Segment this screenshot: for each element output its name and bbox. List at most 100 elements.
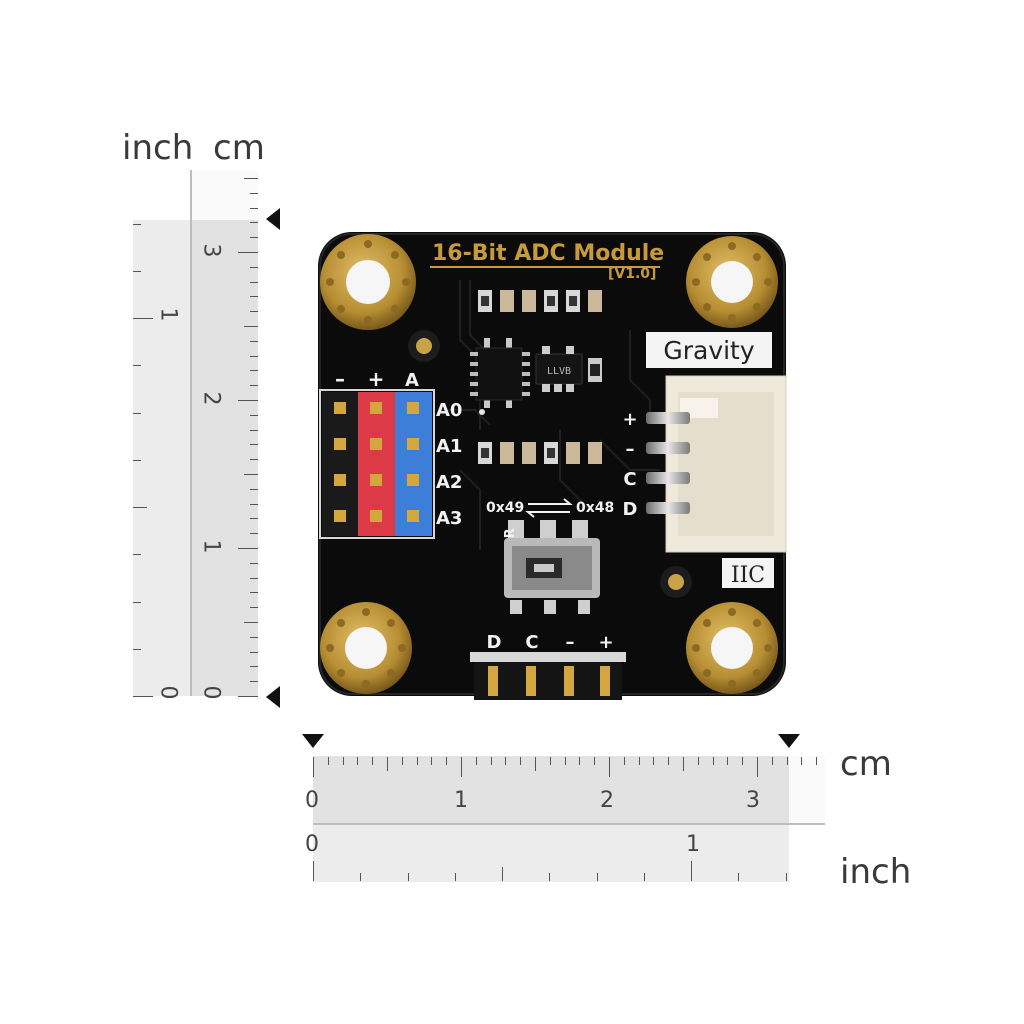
horizontal-cm-scale bbox=[313, 756, 789, 824]
horizontal-cm-number-3: 3 bbox=[746, 788, 760, 813]
regulator-chip: LLVB bbox=[535, 346, 583, 392]
vertical-cm-tick bbox=[250, 459, 258, 461]
analog-channel-a2: A2 bbox=[436, 472, 462, 493]
vertical-cm-tick bbox=[238, 400, 258, 401]
vertical-inch-scale bbox=[133, 220, 191, 696]
horizontal-ruler-right-extension bbox=[789, 756, 825, 824]
vertical-cm-tick bbox=[250, 370, 258, 372]
horizontal-cm-tick bbox=[697, 757, 699, 765]
analog-channel-a1: A1 bbox=[436, 436, 462, 457]
horizontal-inch-tick bbox=[549, 873, 551, 881]
smd-resistors-bottom bbox=[478, 442, 602, 464]
hole-vias bbox=[326, 240, 772, 688]
vertical-cm-scale bbox=[191, 220, 258, 696]
vertical-cm-tick bbox=[250, 562, 258, 564]
vertical-cm-tick bbox=[244, 474, 258, 475]
horizontal-right-pointer-icon bbox=[778, 734, 800, 748]
horizontal-cm-tick bbox=[623, 757, 625, 765]
connector-pin-vcc: + bbox=[622, 409, 637, 430]
vertical-cm-tick bbox=[250, 192, 258, 194]
vertical-cm-tick bbox=[250, 488, 258, 490]
vertical-cm-tick bbox=[250, 266, 258, 268]
vertical-cm-tick bbox=[250, 666, 258, 668]
horizontal-cm-tick bbox=[520, 757, 522, 765]
horizontal-cm-tick bbox=[786, 757, 788, 765]
vertical-inch-tick bbox=[133, 601, 141, 603]
vertical-inch-tick bbox=[133, 554, 141, 556]
vertical-cm-tick bbox=[250, 518, 258, 520]
test-pad-upper bbox=[408, 330, 440, 362]
horizontal-cm-tick bbox=[564, 757, 566, 765]
analog-channel-a0: A0 bbox=[436, 400, 462, 421]
vertical-cm-tick bbox=[250, 636, 258, 638]
horizontal-inch-tick bbox=[643, 873, 645, 881]
vertical-inch-tick bbox=[133, 412, 141, 414]
horizontal-cm-tick bbox=[609, 757, 610, 777]
horizontal-cm-tick bbox=[757, 757, 758, 777]
horizontal-inch-tick bbox=[407, 873, 409, 881]
vertical-cm-tick bbox=[238, 696, 258, 697]
horizontal-cm-unit-label: cm bbox=[840, 744, 892, 784]
horizontal-inch-tick bbox=[738, 873, 740, 881]
horizontal-cm-tick bbox=[742, 757, 744, 765]
addr-slide-switch[interactable] bbox=[504, 538, 600, 614]
horizontal-cm-tick bbox=[579, 757, 581, 765]
vertical-inch-tick bbox=[133, 507, 147, 508]
bottom-pin-sda: D bbox=[487, 632, 502, 653]
vertical-inch-number-0: 0 bbox=[155, 685, 181, 700]
horizontal-cm-tick bbox=[535, 757, 536, 771]
horizontal-cm-tick bbox=[372, 757, 374, 765]
bottom-pin-gnd: – bbox=[566, 632, 575, 653]
header-col-label-vcc: + bbox=[368, 367, 385, 391]
address-low-label: 0x49 bbox=[486, 500, 524, 516]
horizontal-cm-number-1: 1 bbox=[454, 788, 468, 813]
bottom-pin-scl: C bbox=[525, 632, 538, 653]
vertical-cm-tick bbox=[250, 533, 258, 535]
vertical-cm-tick bbox=[238, 252, 258, 253]
vertical-cm-tick bbox=[250, 207, 258, 209]
horizontal-inch-tick bbox=[360, 873, 362, 881]
vertical-cm-tick bbox=[250, 281, 258, 283]
board-title-underline bbox=[430, 266, 660, 268]
horizontal-cm-tick bbox=[446, 757, 448, 765]
vertical-inch-tick bbox=[133, 223, 141, 225]
vertical-cm-tick bbox=[244, 622, 258, 623]
vertical-inch-tick bbox=[133, 459, 141, 461]
vertical-cm-tick bbox=[250, 503, 258, 505]
vertical-cm-tick bbox=[250, 577, 258, 579]
horizontal-cm-tick bbox=[387, 757, 388, 771]
horizontal-cm-tick bbox=[342, 757, 344, 765]
horizontal-cm-tick bbox=[475, 757, 477, 765]
vertical-inch-tick bbox=[133, 696, 153, 697]
pcb-traces bbox=[440, 280, 660, 560]
board-version: [V1.0] bbox=[608, 266, 656, 282]
vertical-bottom-pointer-icon bbox=[266, 686, 280, 708]
vertical-cm-tick bbox=[250, 429, 258, 431]
bottom-pin-vcc: + bbox=[598, 632, 613, 653]
horizontal-cm-tick bbox=[490, 757, 492, 765]
vertical-top-pointer-icon bbox=[266, 208, 280, 230]
regulator-marking: LLVB bbox=[547, 366, 571, 377]
horizontal-inch-number-1: 1 bbox=[686, 832, 700, 857]
gravity-iic-connector bbox=[646, 375, 787, 553]
horizontal-inch-tick bbox=[313, 861, 314, 881]
vertical-ruler-divider bbox=[190, 170, 192, 696]
adc-module-board: 16-Bit ADC Module [V1.0] Gravity IIC – +… bbox=[318, 232, 787, 700]
horizontal-cm-tick bbox=[712, 757, 714, 765]
horizontal-cm-tick bbox=[313, 757, 314, 777]
horizontal-inch-tick bbox=[454, 873, 456, 881]
test-pad-lower bbox=[660, 566, 692, 598]
gravity-badge-box bbox=[646, 332, 772, 368]
connector-pin-gnd: – bbox=[626, 439, 635, 460]
horizontal-cm-tick bbox=[653, 757, 655, 765]
horizontal-cm-number-2: 2 bbox=[600, 788, 614, 813]
horizontal-inch-tick bbox=[785, 873, 787, 881]
horizontal-left-pointer-icon bbox=[302, 734, 324, 748]
vertical-cm-tick bbox=[244, 326, 258, 327]
horizontal-cm-tick bbox=[594, 757, 596, 765]
smd-resistors-top bbox=[478, 290, 602, 312]
vertical-cm-tick bbox=[250, 607, 258, 609]
horizontal-cm-number-0: 0 bbox=[305, 788, 319, 813]
vertical-cm-tick bbox=[250, 414, 258, 416]
horizontal-cm-tick bbox=[549, 757, 551, 765]
